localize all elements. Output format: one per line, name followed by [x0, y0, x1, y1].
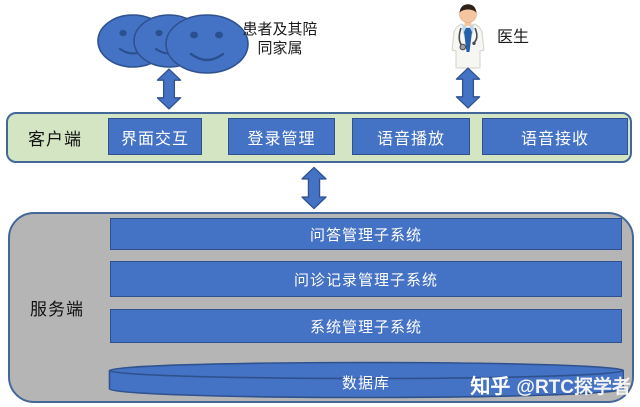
subsystem-qa-management: 问答管理子系统 [110, 218, 622, 250]
double-arrow-icon [156, 68, 182, 110]
doctor-label: 医生 [497, 29, 530, 46]
doctor-icon [451, 4, 485, 69]
module-voice-playback: 语音播放 [352, 118, 470, 155]
subsystem-system-management: 系统管理子系统 [110, 309, 622, 343]
smiley-group-icon [97, 14, 249, 74]
watermark: 知乎@RTC探学者 [470, 370, 631, 399]
module-ui-interaction: 界面交互 [108, 118, 202, 155]
module-login-management: 登录管理 [228, 118, 335, 155]
client-panel: 客户端 界面交互 登录管理 语音播放 语音接收 [6, 112, 632, 163]
server-panel: 服务端 问答管理子系统 问诊记录管理子系统 系统管理子系统 数据库 [8, 212, 634, 403]
subsystem-consult-record-management: 问诊记录管理子系统 [110, 261, 622, 297]
database-cylinder-icon [108, 361, 625, 399]
double-arrow-icon [455, 67, 481, 109]
watermark-handle: @RTC探学者 [516, 377, 631, 398]
database-label: 数据库 [341, 374, 390, 392]
client-panel-label: 客户端 [28, 130, 82, 149]
patients-label-line2: 同家属 [257, 40, 303, 57]
patients-label: 患者及其陪 同家属 [232, 20, 328, 58]
database-cylinder: 数据库 [108, 361, 625, 399]
double-arrow-icon [301, 166, 327, 210]
module-voice-receive: 语音接收 [482, 118, 628, 155]
watermark-brand: 知乎 [470, 376, 511, 398]
server-panel-label: 服务端 [30, 300, 84, 319]
patients-label-line1: 患者及其陪 [242, 21, 318, 38]
